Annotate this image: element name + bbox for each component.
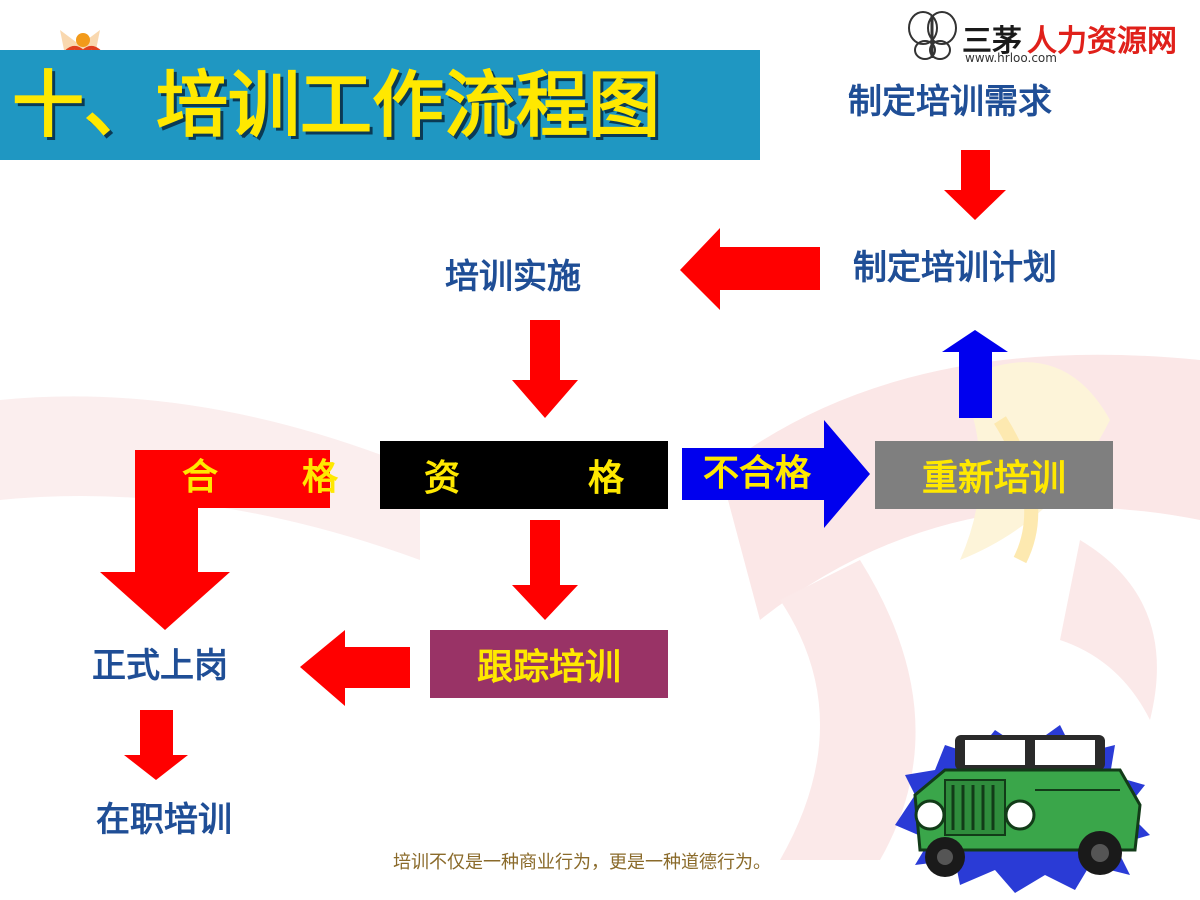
arrow-implement-to-qualify xyxy=(512,320,578,418)
edge-label-pass-right: 格 xyxy=(302,457,339,498)
node-qualify-left: 资 xyxy=(424,458,461,499)
node-retrain: 重新培训 xyxy=(875,441,1113,509)
butterfly-icon xyxy=(908,11,957,60)
arrow-retrain-to-plan xyxy=(942,330,1008,418)
arrow-pass-to-onboard xyxy=(100,450,330,630)
logo-url: www.hrloo.com xyxy=(965,51,1057,65)
logo-text-red: 人力资源网 xyxy=(1027,24,1177,59)
edge-label-fail: 不合格 xyxy=(703,453,812,494)
node-onjob: 在职培训 xyxy=(96,800,232,840)
node-need: 制定培训需求 xyxy=(848,82,1052,122)
page-title: 十、培训工作流程图 xyxy=(12,63,661,147)
logo-text-black: 三茅 xyxy=(962,24,1022,59)
arrow-onboard-to-onjob xyxy=(124,710,188,780)
arrow-track-to-onboard xyxy=(300,630,410,706)
footer-note: 培训不仅是一种商业行为，更是一种道德行为。 xyxy=(393,852,771,873)
edge-label-pass-left: 合 xyxy=(182,457,219,498)
arrow-plan-to-implement xyxy=(680,228,820,310)
title-bar xyxy=(0,50,760,160)
arrow-qualify-to-track xyxy=(512,520,578,620)
arrow-need-to-plan xyxy=(944,150,1006,220)
node-qualify: 资 格 xyxy=(380,441,668,509)
node-track: 跟踪培训 xyxy=(430,630,668,698)
site-logo: 三茅 人力资源网 www.hrloo.com xyxy=(905,8,1195,65)
jeep-icon xyxy=(895,725,1150,893)
node-plan: 制定培训计划 xyxy=(853,248,1057,288)
node-onboard: 正式上岗 xyxy=(92,646,228,686)
arrow-fail-to-retrain xyxy=(682,420,870,528)
node-qualify-right: 格 xyxy=(587,458,624,499)
node-implement: 培训实施 xyxy=(445,257,581,297)
